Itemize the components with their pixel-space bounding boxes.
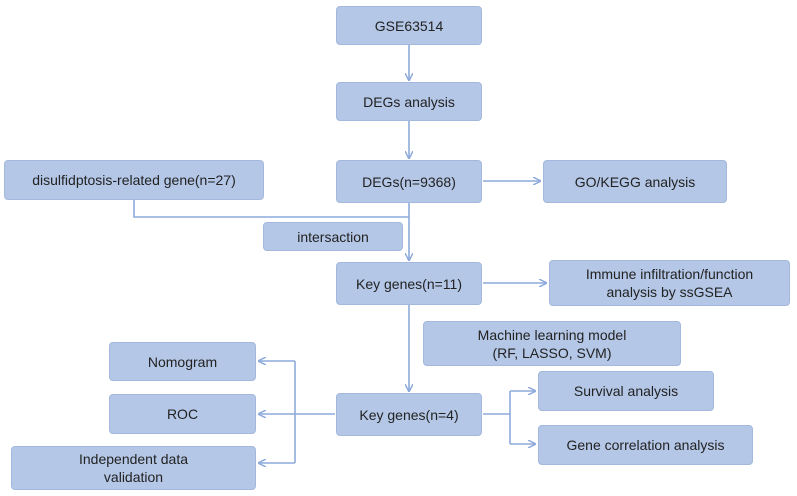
node-key-genes-4: Key genes(n=4)	[336, 393, 482, 436]
node-intersaction: intersaction	[263, 222, 403, 251]
node-gse63514: GSE63514	[336, 6, 482, 45]
node-roc: ROC	[109, 394, 256, 434]
node-key-genes-11: Key genes(n=11)	[336, 262, 482, 305]
connector-disulfidptosis-to-merge	[133, 200, 409, 218]
node-independent-validation: Independent data validation	[11, 446, 256, 490]
node-survival-analysis: Survival analysis	[538, 371, 714, 411]
node-degs-analysis: DEGs analysis	[336, 82, 482, 121]
node-degs: DEGs(n=9368)	[336, 160, 482, 203]
node-disulfidptosis-genes: disulfidptosis-related gene(n=27)	[4, 160, 264, 200]
node-go-kegg: GO/KEGG analysis	[543, 160, 727, 203]
node-nomogram: Nomogram	[109, 342, 256, 381]
node-gene-correlation: Gene correlation analysis	[538, 425, 753, 465]
node-immune-infiltration: Immune infiltration/function analysis by…	[549, 260, 790, 306]
node-ml-model: Machine learning model (RF, LASSO, SVM)	[423, 321, 681, 366]
